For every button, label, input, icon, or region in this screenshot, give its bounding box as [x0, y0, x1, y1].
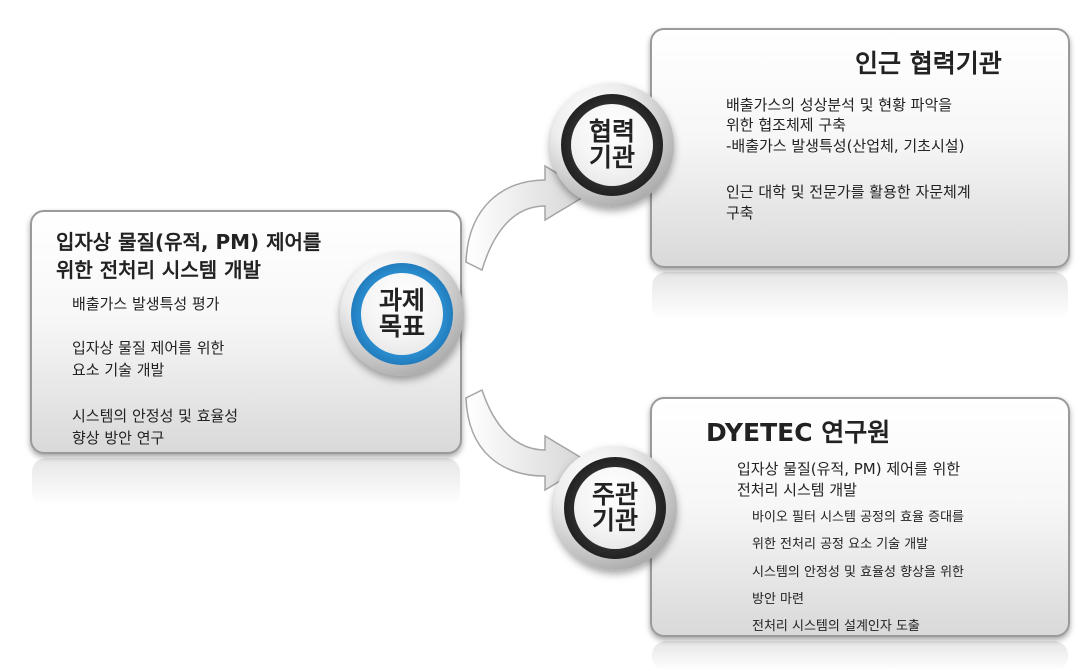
goal-box-reflection	[32, 458, 460, 506]
partner-box-reflection	[652, 272, 1068, 320]
lead-box-reflection	[652, 641, 1068, 671]
lead-item-1: 바이오 필터 시스템 공정의 효율 증대를	[752, 510, 965, 525]
goal-title-line2: 위한 전처리 시스템 개발	[56, 258, 261, 282]
goal-item-2-cont: 요소 기술 개발	[72, 361, 165, 379]
lead-circle-line1: 주관	[591, 479, 638, 509]
partner-line-3: -배출가스 발생특성(산업체, 기초시설)	[726, 137, 965, 155]
partner-line-4: 인근 대학 및 전문가를 활용한 자문체계	[726, 183, 971, 201]
lead-circle-label: 주관 기관	[574, 467, 656, 549]
partner-box	[650, 28, 1070, 268]
partner-circle-label: 협력 기관	[571, 104, 653, 186]
goal-title-line1: 입자상 물질(유적, PM) 제어를	[56, 230, 322, 254]
lead-subtitle-line1: 입자상 물질(유적, PM) 제어를 위한	[737, 460, 961, 478]
lead-circle-line2: 기관	[591, 506, 638, 535]
goal-item-2: 입자상 물질 제어를 위한	[72, 339, 225, 357]
goal-circle-label: 과제 목표	[361, 273, 443, 355]
partner-line-1: 배출가스의 성상분석 및 현황 파악을	[726, 96, 953, 114]
partner-circle: 협력 기관	[550, 83, 674, 207]
goal-circle: 과제 목표	[340, 252, 464, 376]
partner-line-5: 구축	[726, 204, 754, 222]
lead-item-2-cont: 방안 마련	[752, 592, 804, 607]
lead-item-3: 전처리 시스템의 설계인자 도출	[752, 619, 920, 634]
lead-title: DYETEC 연구원	[706, 418, 891, 447]
lead-circle: 주관 기관	[553, 446, 677, 570]
partner-circle-line1: 협력	[588, 116, 635, 146]
goal-item-3: 시스템의 안정성 및 효율성	[72, 407, 239, 425]
goal-item-3-cont: 향상 방안 연구	[72, 429, 165, 447]
goal-item-1: 배출가스 발생특성 평가	[72, 295, 220, 313]
lead-subtitle-line2: 전처리 시스템 개발	[737, 481, 857, 499]
lead-item-1-cont: 위한 전처리 공정 요소 기술 개발	[752, 537, 929, 552]
goal-circle-line2: 목표	[378, 312, 425, 341]
goal-circle-line1: 과제	[378, 285, 425, 315]
partner-line-2: 위한 협조체제 구축	[726, 116, 846, 134]
lead-item-2: 시스템의 안정성 및 효율성 향상을 위한	[752, 565, 965, 580]
partner-title: 인근 협력기관	[855, 49, 1002, 78]
partner-circle-line2: 기관	[588, 143, 635, 172]
